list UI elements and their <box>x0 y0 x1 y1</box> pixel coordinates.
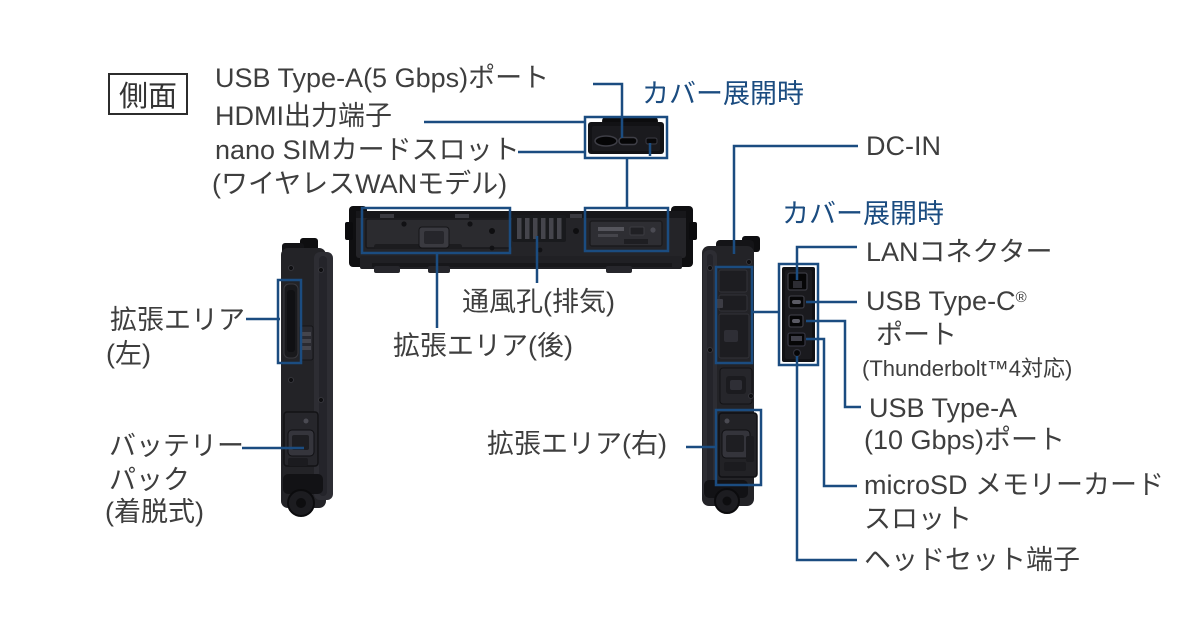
label-nano-sim: nano SIMカードスロット <box>215 135 520 165</box>
label-usb-c-port: ポート <box>876 320 957 350</box>
label-nano-sim-note: (ワイヤレスWANモデル) <box>212 169 508 199</box>
label-battery-2: パック <box>109 465 190 495</box>
label-expansion-left-2: (左) <box>106 339 151 369</box>
headset-jack <box>792 348 802 358</box>
label-microsd-1: microSD メモリーカード <box>864 470 1165 500</box>
label-cover-open-right: カバー展開時 <box>782 199 944 229</box>
label-expansion-right: 拡張エリア(右) <box>487 429 667 459</box>
label-expansion-left-1: 拡張エリア <box>110 305 245 335</box>
view-badge-side: 側面 <box>108 73 188 115</box>
label-dc-in: DC-IN <box>866 131 941 161</box>
label-expansion-rear: 拡張エリア(後) <box>393 331 573 361</box>
label-headset: ヘッドセット端子 <box>864 545 1080 575</box>
leader-lines <box>242 82 861 562</box>
label-hdmi: HDMI出力端子 <box>215 101 392 131</box>
label-vent: 通風孔(排気) <box>462 287 615 317</box>
label-usb-a-5gbps: USB Type-A(5 Gbps)ポート <box>215 63 550 93</box>
device-left-side-view <box>281 238 333 517</box>
label-usb-c-note: (Thunderbolt™4対応) <box>862 356 1073 381</box>
registered-mark: ® <box>1015 289 1027 306</box>
port-detail-cover-open-top <box>588 116 664 154</box>
usb-a-port <box>594 135 618 147</box>
label-usb-c: USB Type-C® <box>866 286 1027 316</box>
label-battery-3: (着脱式) <box>105 497 204 527</box>
hdmi-port <box>618 136 638 146</box>
label-usb-a-10gbps-2: (10 Gbps)ポート <box>864 425 1066 455</box>
nano-sim-slot <box>645 137 658 145</box>
label-cover-open-top: カバー展開時 <box>642 79 804 109</box>
label-microsd-2: スロット <box>864 504 972 534</box>
device-rear-edge-view <box>345 206 697 273</box>
label-lan: LANコネクター <box>866 237 1053 267</box>
port-detail-cover-open-right <box>782 267 815 362</box>
label-usb-a-10gbps-1: USB Type-A <box>869 393 1018 423</box>
label-battery-1: バッテリー <box>109 431 244 461</box>
view-badge-label: 側面 <box>118 81 177 113</box>
